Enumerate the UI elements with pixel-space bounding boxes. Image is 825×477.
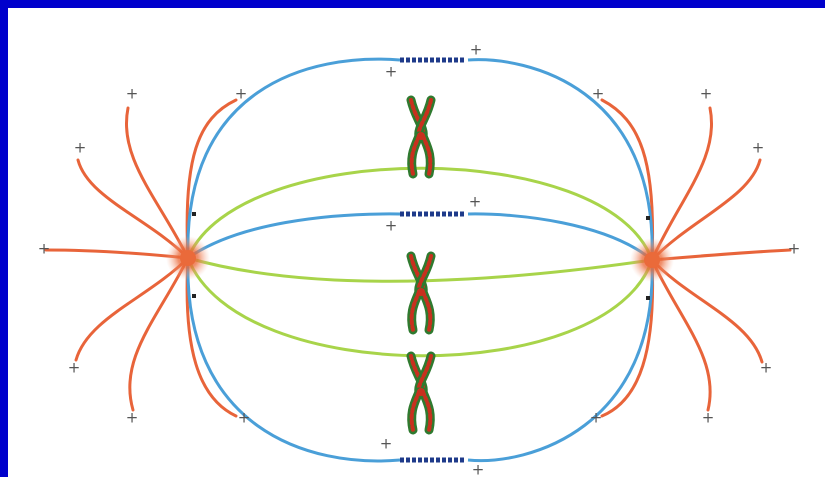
plus-end-label: + bbox=[235, 85, 248, 103]
astral-microtubule bbox=[128, 256, 190, 412]
plus-end-label: + bbox=[238, 409, 251, 427]
chromosome-bottom bbox=[406, 351, 436, 435]
kinetochore-microtubule bbox=[186, 257, 401, 463]
astral-microtubule bbox=[650, 258, 712, 412]
chromosome-middle bbox=[406, 251, 436, 335]
plus-end-label: + bbox=[590, 409, 603, 427]
plus-end-label: + bbox=[752, 139, 765, 157]
centromere bbox=[417, 288, 425, 296]
polar-microtubules bbox=[186, 166, 654, 358]
end-labels: + + + + + + + + + + + + + + + + + + + + bbox=[38, 41, 801, 477]
plus-end-label: + bbox=[68, 359, 81, 377]
plus-end-label: + bbox=[702, 409, 715, 427]
kinetochore-microtubule bbox=[467, 58, 654, 261]
centrosome-left bbox=[166, 236, 210, 280]
plus-end-label: + bbox=[469, 193, 482, 211]
kinetochore-microtubule bbox=[187, 212, 401, 260]
minus-end-mark bbox=[646, 296, 650, 300]
centrosome-right bbox=[630, 238, 674, 282]
plus-end-label: + bbox=[380, 435, 393, 453]
kinetochore-plates bbox=[400, 57, 466, 463]
mitotic-spindle-diagram: + + + + + + + + + + + + + + + + + + + + bbox=[38, 41, 801, 477]
plus-end-label: + bbox=[760, 359, 773, 377]
plus-end-label: + bbox=[788, 240, 801, 258]
minus-end-mark bbox=[646, 216, 650, 220]
plus-end-label: + bbox=[472, 461, 485, 477]
plus-end-label: + bbox=[126, 409, 139, 427]
plus-end-label: + bbox=[470, 41, 483, 59]
polar-microtubule-upper bbox=[186, 166, 654, 261]
astral-microtubule bbox=[600, 258, 655, 418]
astral-microtubule bbox=[76, 158, 190, 260]
diagram-panel: + + + + + + + + + + + + + + + + + + + + bbox=[8, 8, 825, 477]
chromosomes bbox=[406, 95, 436, 435]
centromere bbox=[417, 132, 425, 140]
kinetochore-microtubule bbox=[186, 57, 401, 259]
astral-microtubule bbox=[185, 98, 238, 260]
chromosome-top bbox=[406, 95, 436, 179]
astral-microtubule bbox=[650, 258, 764, 364]
plus-end-label: + bbox=[592, 85, 605, 103]
astral-microtubule bbox=[125, 106, 190, 260]
centrosome-core bbox=[180, 250, 196, 266]
plus-end-label: + bbox=[38, 240, 51, 258]
astral-microtubule bbox=[185, 256, 238, 418]
plus-end-label: + bbox=[700, 85, 713, 103]
centrosome-core bbox=[644, 252, 660, 268]
plus-end-label: + bbox=[385, 217, 398, 235]
plus-end-label: + bbox=[74, 139, 87, 157]
plus-end-label: + bbox=[385, 63, 398, 81]
centromere bbox=[417, 388, 425, 396]
minus-end-mark bbox=[192, 212, 196, 216]
astral-microtubule bbox=[650, 106, 713, 262]
centrosomes bbox=[166, 236, 674, 282]
plus-end-label: + bbox=[126, 85, 139, 103]
kinetochore-microtubule bbox=[467, 259, 654, 463]
polar-microtubule-lower bbox=[186, 257, 654, 358]
minus-end-mark bbox=[192, 294, 196, 298]
astral-microtubule bbox=[74, 256, 190, 362]
astral-microtubule bbox=[650, 158, 762, 262]
